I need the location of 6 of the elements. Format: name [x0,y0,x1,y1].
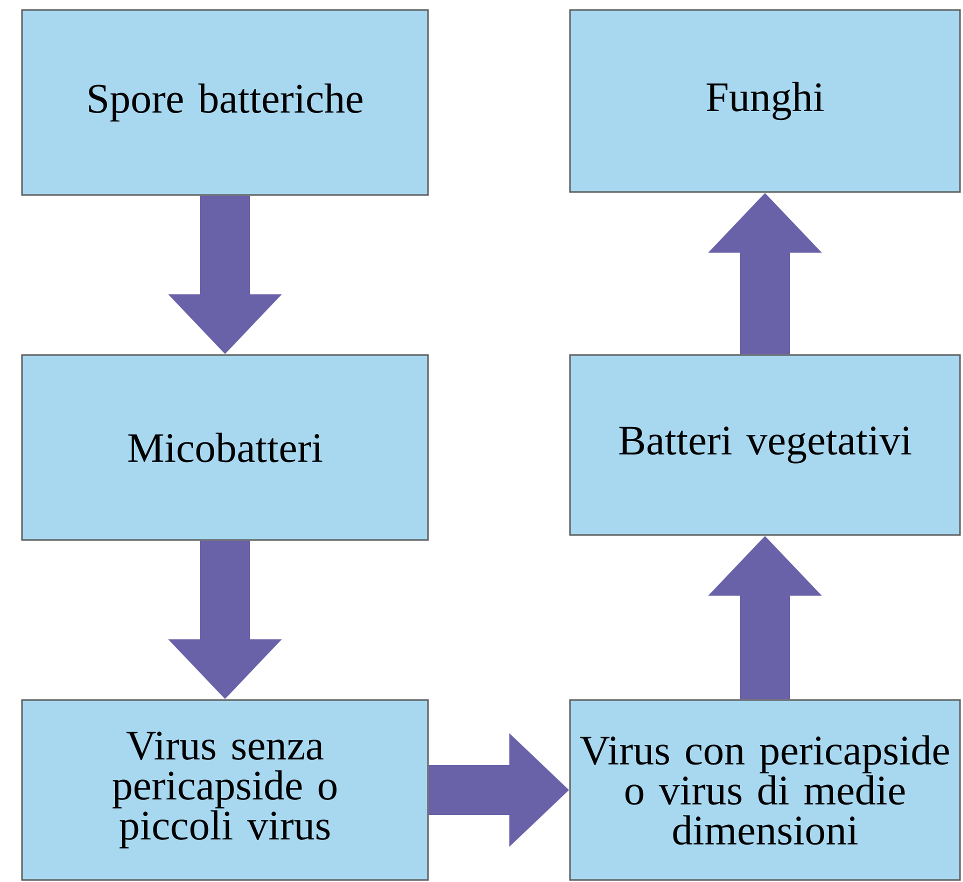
process-box: Virus con pericapside o virus di medie dimensioni [569,699,961,881]
process-box: Funghi [569,9,961,193]
process-box: Batteri vegetativi [569,354,961,536]
process-box: Spore batteriche [21,9,429,196]
process-box: Virus senza pericapside o piccoli virus [21,699,429,881]
process-box: Micobatteri [21,354,429,541]
